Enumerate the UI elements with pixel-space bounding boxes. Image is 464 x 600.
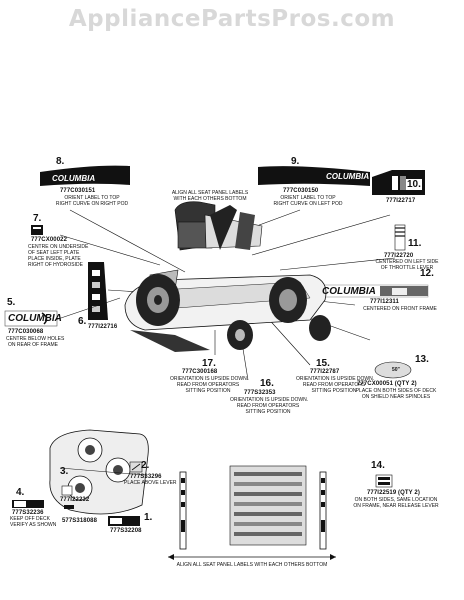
callout-15: 15.	[316, 358, 330, 369]
part-number-4: 777S32236	[12, 510, 44, 516]
part-number-6: 777I22716	[88, 324, 118, 330]
callout-11: 11.	[408, 238, 422, 249]
bottom-note: ALIGN ALL SEAT PANEL LABELS WITH EACH OT…	[176, 562, 328, 568]
decal-12-brand: COLUMBIA	[322, 286, 376, 297]
part-number-16: 777S32353	[244, 390, 276, 396]
note-4: KEEP OFF DECK VERIFY AS SHOWN	[10, 516, 57, 528]
callout-12: 12.	[420, 268, 434, 279]
part-number-12: 777I12311	[370, 299, 399, 305]
callout-5: 5.	[7, 297, 16, 308]
callout-4: 4.	[16, 487, 25, 498]
part-number-1: 777S32208	[110, 528, 142, 534]
callout-13: 13.	[415, 354, 429, 365]
part-number-11: 777I22720	[384, 253, 414, 259]
decal-6-graphic	[88, 262, 108, 320]
note-9: ORIENT LABEL TO TOP RIGHT CURVE ON LEFT …	[273, 195, 343, 207]
watermark: AppliancePartsPros.com	[68, 6, 396, 32]
callout-1: 1.	[144, 512, 153, 523]
callout-9: 9.	[291, 156, 300, 167]
center-note: ALIGN ALL SEAT PANEL LABELS WITH EACH OT…	[171, 190, 249, 202]
part-number-10: 777I22717	[386, 198, 416, 204]
decal-9-brand: COLUMBIA	[326, 172, 370, 181]
decal-2-graphic	[129, 461, 143, 473]
decal-14-graphic	[375, 474, 393, 488]
part-number-5: 777C030068	[8, 329, 44, 335]
note-5: CENTRE BELOW HOLES ON REAR OF FRAME	[6, 336, 65, 348]
decal-12-graphic	[317, 284, 429, 298]
note-11: CENTERED ON LEFT SIDE OF THROTTLE LEVER	[375, 259, 439, 271]
note-16: ORIENTATION IS UPSIDE DOWN. READ FROM OP…	[230, 397, 309, 415]
note-12: CENTERED ON FRONT FRAME	[363, 306, 437, 312]
callout-7: 7.	[33, 213, 42, 224]
decal-11-graphic	[394, 224, 406, 251]
decal-5-brand: COLUMBIA	[8, 313, 62, 324]
decal-3-graphic	[61, 485, 73, 496]
part-number-15: 777I22787	[310, 369, 340, 375]
decal-8-graphic	[40, 165, 130, 186]
decal-13-badge: 50"	[392, 367, 400, 373]
note-7: CENTRE ON UNDERSIDE OF SEAT LEFT PLATE P…	[28, 244, 89, 268]
decal-1-graphic	[108, 516, 140, 526]
mower-deck-drawing	[49, 429, 149, 515]
callout-14: 14.	[371, 460, 385, 471]
part-number-14: 777I22519 (QTY 2)	[367, 490, 420, 496]
decal-7-graphic	[31, 225, 43, 235]
deck-part-number: 577S318088	[62, 518, 98, 524]
note-2: PLACE ABOVE LEVER	[124, 480, 177, 486]
decal-4-graphic	[12, 500, 44, 508]
note-8: ORIENT LABEL TO TOP RIGHT CURVE ON RIGHT…	[55, 195, 129, 207]
note-17: ORIENTATION IS UPSIDE DOWN. READ FROM OP…	[170, 376, 249, 394]
part-number-13: 777CX00051 (QTY 2)	[357, 381, 417, 387]
part-number-8: 777C030151	[60, 188, 96, 194]
part-number-7: 777CX00022	[31, 237, 68, 243]
decal-5-graphic	[4, 310, 58, 327]
part-number-9: 777C030150	[283, 188, 319, 194]
callout-10: 10.	[406, 179, 422, 190]
note-13: PLACE ON BOTH SIDES OF DECK ON SHIELD NE…	[355, 388, 437, 400]
callout-16: 16.	[260, 378, 274, 389]
decal-13-graphic	[374, 361, 412, 379]
note-14: ON BOTH SIDES, SAME LOCATION ON FRAME, N…	[353, 497, 439, 509]
decal-17-graphic	[179, 471, 187, 550]
part-number-3: 777I22232	[60, 497, 90, 503]
callout-6: 6.	[78, 316, 87, 327]
alignment-arrow	[168, 554, 336, 560]
part-number-2: 777S33296	[130, 474, 162, 480]
note-15: ORIENTATION IS UPSIDE DOWN. READ FROM OP…	[296, 376, 375, 394]
callout-8: 8.	[56, 156, 65, 167]
decal-9-graphic	[258, 166, 370, 186]
decal-16-graphic	[229, 465, 307, 546]
part-number-17: 777C300168	[182, 369, 218, 375]
callout-3: 3.	[60, 466, 69, 477]
decal-15-graphic	[319, 471, 327, 550]
decal-8-brand: COLUMBIA	[52, 174, 96, 183]
mower-drawing	[124, 201, 331, 352]
callout-17: 17.	[202, 358, 216, 369]
callout-2: 2.	[141, 460, 150, 471]
